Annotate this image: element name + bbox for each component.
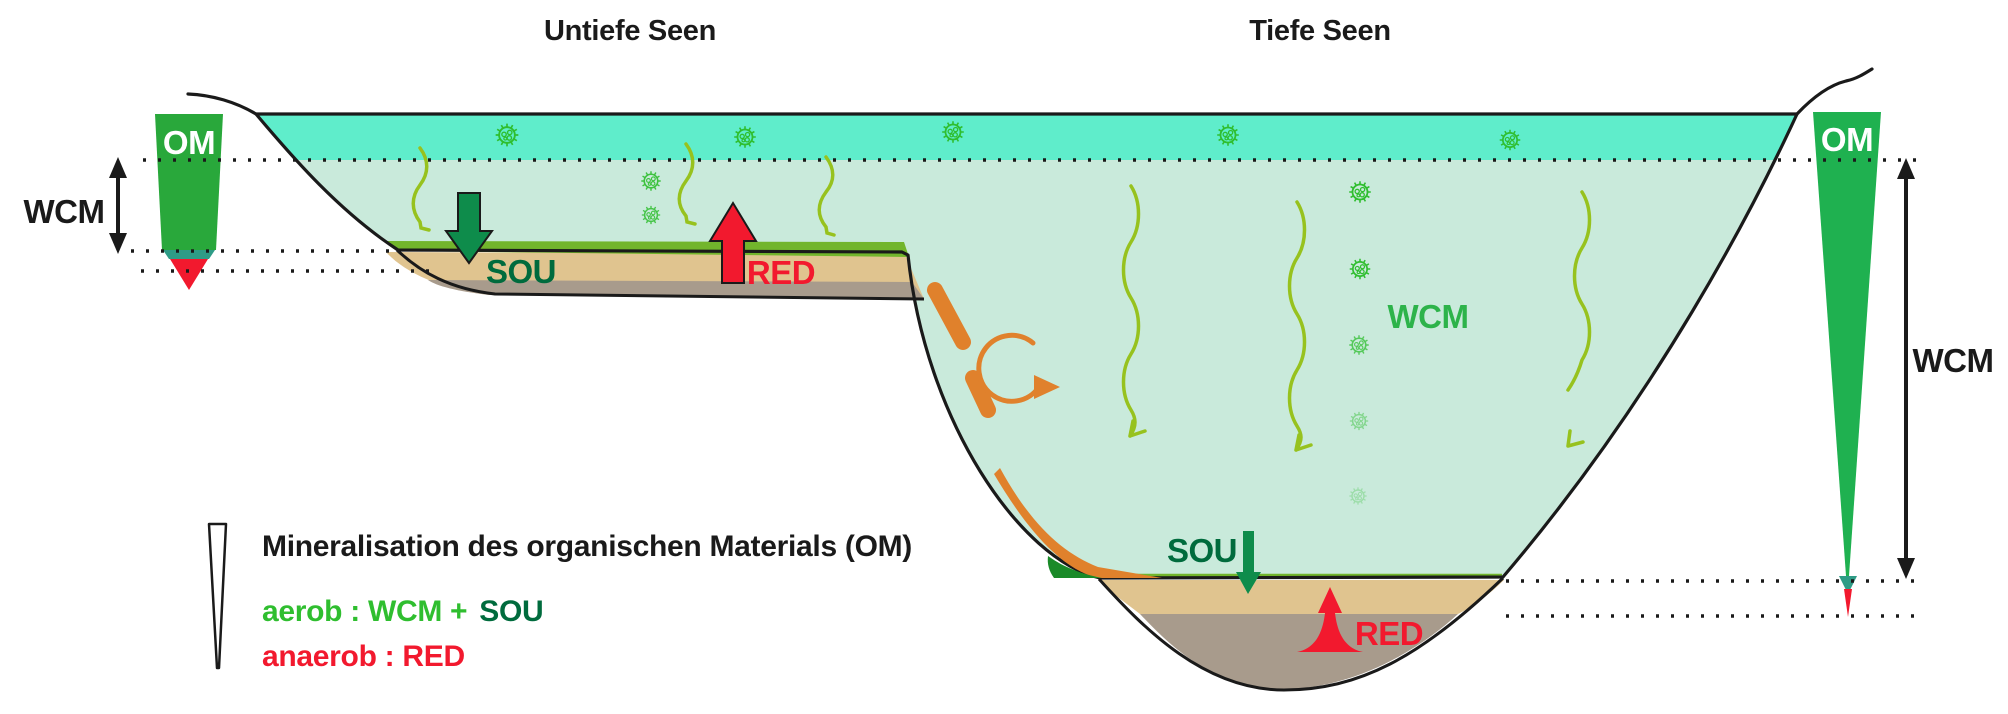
om-label-right: OM xyxy=(1821,121,1873,158)
slope-streak-lower xyxy=(965,370,996,418)
om-funnel-deep-red-tip xyxy=(1844,589,1852,617)
red-label-shallow: RED xyxy=(747,254,815,291)
om-label-left: OM xyxy=(163,124,215,161)
legend-anaerob-line: anaerob : RED xyxy=(262,640,465,673)
om-funnel-shallow-red-tip xyxy=(170,259,208,290)
wcm-measure-arrow-right xyxy=(1897,158,1915,579)
sinking-path-deep-2 xyxy=(1287,200,1313,452)
slope-deposit-wedge xyxy=(994,468,1162,578)
eddy-circular-arrow xyxy=(976,332,1042,404)
legend-aerob-line: aerob : WCM + SOU xyxy=(262,595,543,628)
dotted-reference-lines xyxy=(131,158,1923,618)
deep-sediment-gray-layer xyxy=(1140,614,1458,689)
wcm-label-water-column: WCM xyxy=(1388,298,1469,335)
shallow-sediment-outer-outline xyxy=(395,248,925,301)
title-deep-lakes: Tiefe Seen xyxy=(1249,15,1391,47)
lake-water-body xyxy=(256,114,1797,578)
title-shallow-lakes: Untiefe Seen xyxy=(544,15,716,47)
om-funnel-shallow-body xyxy=(155,114,223,250)
buried-organic-wedge xyxy=(1047,556,1102,578)
sinking-path-shallow-2 xyxy=(677,142,697,226)
wcm-measure-arrow-left xyxy=(109,157,127,254)
sou-down-arrow-deep xyxy=(1236,531,1261,594)
red-up-arrow-shallow xyxy=(708,201,758,284)
left-shoreline xyxy=(186,92,258,116)
om-funnel-deep: OM xyxy=(1813,112,1881,617)
sinking-path-shallow-3 xyxy=(817,155,836,237)
wcm-label-left: WCM xyxy=(24,193,105,230)
red-label-deep: RED xyxy=(1355,615,1423,652)
right-shoreline xyxy=(1795,67,1874,116)
eddy-arrowhead xyxy=(1034,375,1060,399)
arrowhead-up xyxy=(1897,158,1915,179)
om-funnel-shallow: OM xyxy=(155,114,223,290)
red-trumpet-arrow-deep xyxy=(1297,587,1363,652)
slope-streak-upper xyxy=(927,282,971,350)
sou-down-arrow-shallow xyxy=(444,192,494,265)
sinking-path-deep-1 xyxy=(1121,184,1147,438)
legend: Mineralisation des organischen Materials… xyxy=(207,522,912,673)
lake-outline xyxy=(254,112,1799,580)
turbidite-deposits xyxy=(927,282,1162,578)
arrowhead-down xyxy=(109,233,127,254)
om-funnel-deep-body xyxy=(1813,112,1881,576)
legend-title: Mineralisation des organischen Materials… xyxy=(262,530,912,563)
sou-label-shallow: SOU xyxy=(486,253,556,290)
sou-label-deep: SOU xyxy=(1167,532,1237,569)
deep-sediment-tan-layer xyxy=(1098,580,1504,614)
deep-sediment-outer-outline xyxy=(1097,576,1505,692)
sinking-path-deep-3 xyxy=(1566,190,1592,448)
arrowhead-up xyxy=(109,157,127,178)
sinking-path-shallow-1 xyxy=(411,146,431,232)
legend-aerob-prefix: aerob : WCM + xyxy=(262,595,467,628)
wcm-label-right: WCM xyxy=(1913,342,1994,379)
legend-funnel-icon xyxy=(207,522,228,670)
arrowhead-down xyxy=(1897,558,1915,579)
legend-aerob-sou: SOU xyxy=(479,595,543,628)
epilimnion-layer xyxy=(256,114,1797,160)
sinking-paths xyxy=(411,142,1592,452)
